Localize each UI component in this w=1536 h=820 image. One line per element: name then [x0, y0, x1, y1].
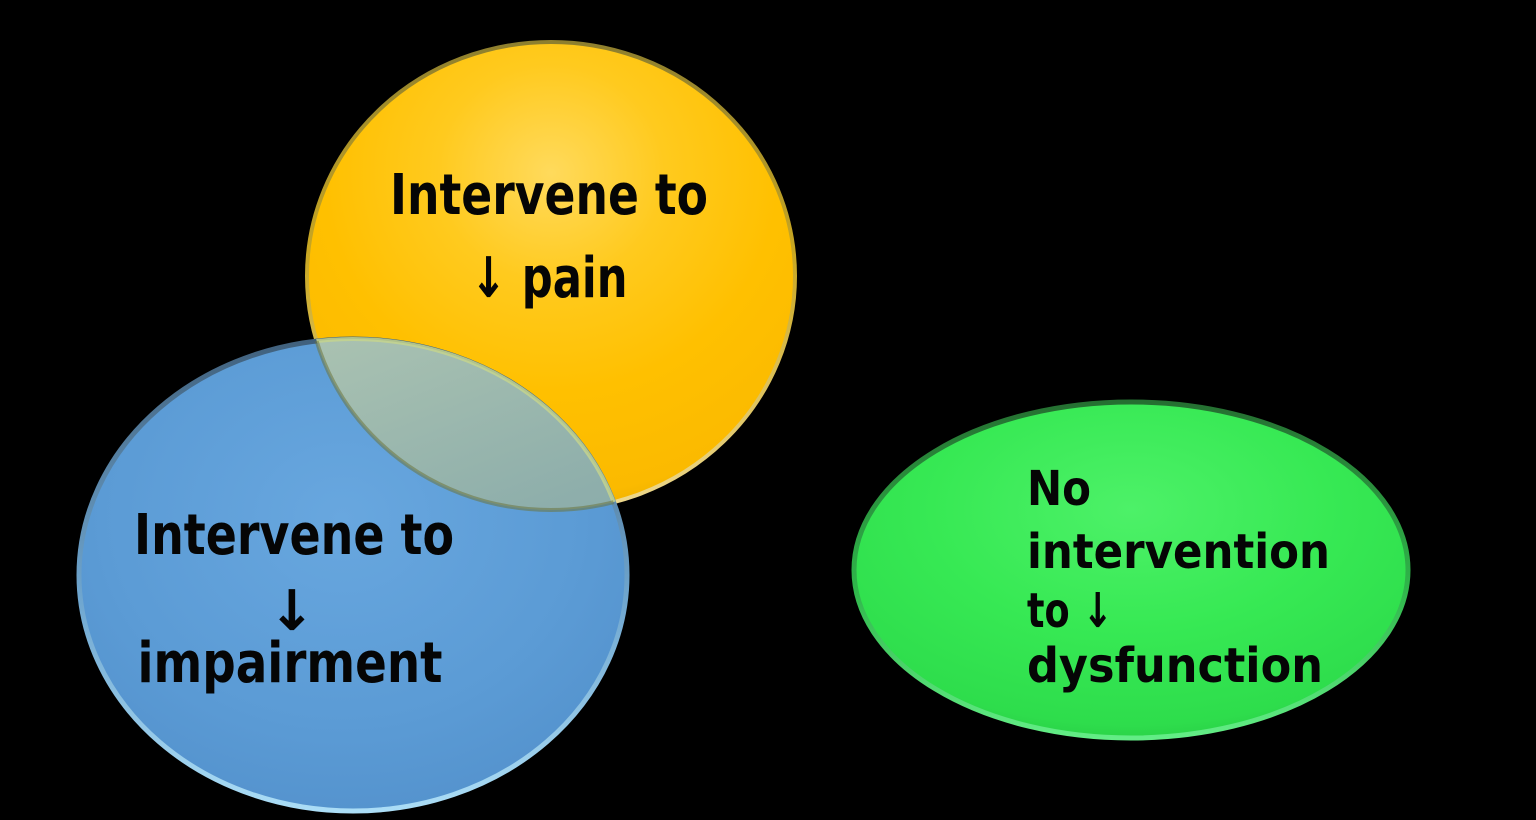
dysfunction-label-line-4: dysfunction	[1027, 638, 1323, 694]
overlap-lower-rim-group	[305, 339, 627, 512]
overlap-lower-rim-arc	[305, 339, 627, 512]
pain-label-line-1: Intervene to	[390, 163, 708, 228]
impairment-label-arrow: ↓	[269, 579, 316, 644]
pain-impairment-overlap-group	[307, 337, 629, 510]
dysfunction-label-line-2: intervention	[1027, 524, 1330, 580]
dysfunction-ellipse	[851, 399, 1411, 741]
pain-impairment-overlap	[307, 337, 629, 510]
pain-label-line-2: ↓ pain	[471, 246, 628, 311]
dysfunction-label-line-1: No	[1027, 461, 1091, 517]
impairment-label-line-3: impairment	[138, 631, 443, 696]
impairment-label-line-1: Intervene to	[134, 503, 454, 568]
dysfunction-label-line-3: to ↓	[1027, 583, 1113, 639]
